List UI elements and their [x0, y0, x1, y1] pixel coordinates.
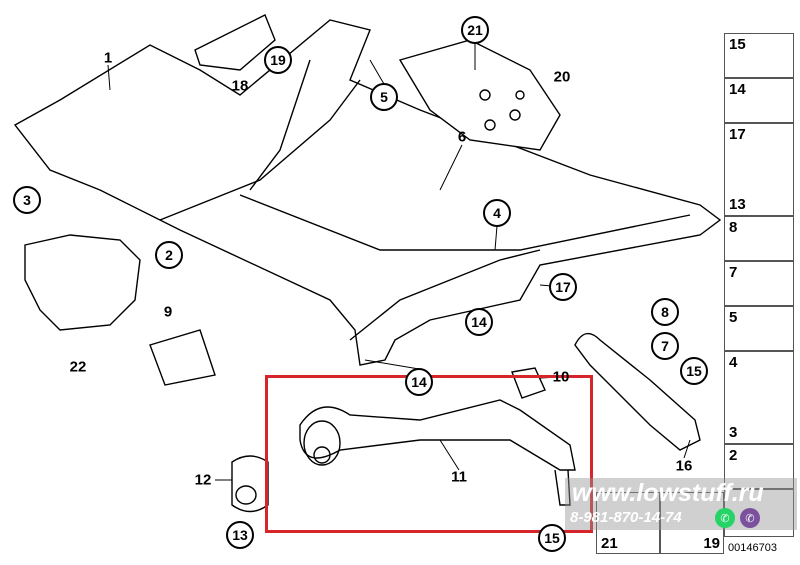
side-cell-8[interactable]: 8	[724, 216, 794, 261]
viber-icon[interactable]: ✆	[740, 508, 760, 528]
callout-7[interactable]: 7	[651, 332, 679, 360]
control-arm-11	[299, 399, 576, 471]
label-11[interactable]: 11	[451, 468, 467, 486]
watermark-url[interactable]: www.lowstuff.ru	[572, 479, 764, 507]
label-12[interactable]: 12	[194, 471, 212, 489]
side-cell-19[interactable]: 19	[660, 492, 724, 554]
callout-19[interactable]: 19	[264, 46, 292, 74]
label-1[interactable]: 1	[103, 49, 113, 67]
callout-4[interactable]: 4	[483, 199, 511, 227]
shield-22	[24, 234, 141, 331]
watermark-phone[interactable]: 8-981-870-14-74	[570, 509, 682, 526]
label-6[interactable]: 6	[457, 128, 467, 146]
highlight-box	[265, 375, 593, 533]
callout-17[interactable]: 17	[549, 273, 577, 301]
label-10[interactable]: 10	[552, 368, 570, 386]
callout-14[interactable]: 14	[465, 308, 493, 336]
label-22[interactable]: 22	[69, 358, 87, 376]
side-cell-7[interactable]: 7	[724, 261, 794, 306]
side-cell-14[interactable]: 14	[724, 78, 794, 123]
callout-21[interactable]: 21	[461, 16, 489, 44]
label-20[interactable]: 20	[553, 68, 571, 86]
callout-2[interactable]: 2	[155, 241, 183, 269]
callout-15[interactable]: 15	[538, 524, 566, 552]
callout-13[interactable]: 13	[226, 521, 254, 549]
callout-5[interactable]: 5	[370, 83, 398, 111]
label-18[interactable]: 18	[231, 77, 249, 95]
callout-8[interactable]: 8	[651, 298, 679, 326]
side-cell-15[interactable]: 15	[724, 33, 794, 78]
label-16[interactable]: 16	[675, 457, 693, 475]
subframe	[13, 19, 722, 366]
callout-15[interactable]: 15	[680, 357, 708, 385]
tension-strut-16	[574, 332, 701, 451]
label-9[interactable]: 9	[163, 303, 173, 321]
callout-14[interactable]: 14	[405, 368, 433, 396]
bushing-12	[231, 455, 269, 513]
side-cell-21[interactable]: 21	[596, 492, 660, 554]
whatsapp-icon[interactable]: ✆	[715, 508, 735, 528]
side-cell-5[interactable]: 5	[724, 306, 794, 351]
callout-3[interactable]: 3	[13, 186, 41, 214]
diagram-id: 00146703	[728, 542, 777, 554]
part-9	[149, 329, 216, 386]
side-cell-2[interactable]: 2	[724, 444, 794, 489]
